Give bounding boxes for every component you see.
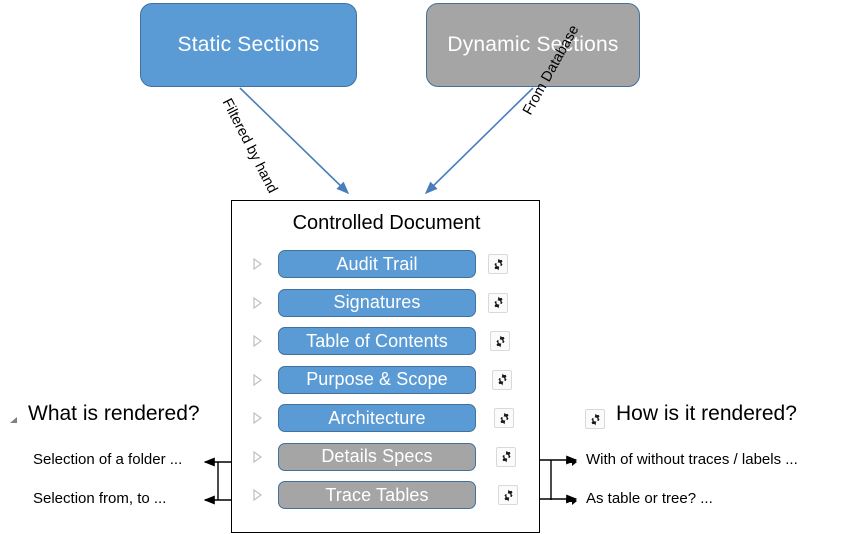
section-row: Audit Trail <box>232 248 541 280</box>
expand-triangle-icon[interactable] <box>251 411 263 425</box>
section-row: Signatures <box>232 287 541 319</box>
right-panel-note-2: As table or tree? ... <box>586 490 713 507</box>
gear-icon[interactable] <box>490 331 510 351</box>
right-panel-heading: How is it rendered? <box>616 402 797 425</box>
left-panel-heading: What is rendered? <box>28 402 200 425</box>
static-sections-box[interactable]: Static Sections <box>140 3 357 87</box>
section-row: Trace Tables <box>232 479 541 511</box>
expand-triangle-icon[interactable] <box>251 296 263 310</box>
triangle-collapse-icon[interactable] <box>8 412 18 423</box>
expand-triangle-icon[interactable] <box>251 373 263 387</box>
gear-icon[interactable] <box>492 369 512 390</box>
gear-icon[interactable] <box>488 292 508 313</box>
edge-label-filtered-by-hand: Filtered by hand <box>218 96 281 196</box>
section-pill-label: Purpose & Scope <box>306 369 448 389</box>
section-pill[interactable]: Details Specs <box>278 442 476 471</box>
left-panel-note-1: Selection of a folder ... <box>33 451 183 468</box>
section-pill[interactable]: Signatures <box>278 288 476 317</box>
section-pill-label: Details Specs <box>321 446 433 466</box>
section-pill[interactable]: Audit Trail <box>278 250 476 278</box>
section-pill[interactable]: Trace Tables <box>278 481 476 509</box>
section-pill-label: Audit Trail <box>336 253 418 274</box>
expand-triangle-icon[interactable] <box>251 257 263 271</box>
arrow-dynamic-to-document <box>424 87 534 195</box>
static-sections-label: Static Sections <box>177 33 320 56</box>
section-row: Details Specs <box>232 441 541 473</box>
dynamic-sections-label: Dynamic Sections <box>447 33 619 56</box>
section-pill-label: Table of Contents <box>306 330 448 351</box>
controlled-document-title: Controlled Document <box>292 212 481 234</box>
gear-icon[interactable] <box>496 446 516 467</box>
gear-icon[interactable] <box>498 485 518 505</box>
section-pill[interactable]: Purpose & Scope <box>278 365 476 394</box>
section-row: Architecture <box>232 402 541 434</box>
section-pill[interactable]: Architecture <box>278 404 476 432</box>
expand-triangle-icon[interactable] <box>251 334 263 348</box>
expand-triangle-icon[interactable] <box>251 450 263 464</box>
arrow-right-bullet-icon <box>566 494 578 506</box>
arrow-right-bullet-icon <box>566 455 578 467</box>
right-panel-note-1: With of without traces / labels ... <box>586 451 798 468</box>
left-panel-note-2: Selection from, to ... <box>33 490 167 507</box>
expand-triangle-icon[interactable] <box>251 488 263 502</box>
section-row: Table of Contents <box>232 325 541 357</box>
gear-icon[interactable] <box>494 408 514 428</box>
section-pill[interactable]: Table of Contents <box>278 327 476 355</box>
gear-icon[interactable] <box>585 409 605 429</box>
section-pill-label: Signatures <box>333 292 421 312</box>
section-row: Purpose & Scope <box>232 364 541 396</box>
section-pill-label: Architecture <box>328 407 426 428</box>
gear-icon[interactable] <box>488 254 508 274</box>
dynamic-sections-box[interactable]: Dynamic Sections <box>426 3 640 87</box>
section-pill-label: Trace Tables <box>325 484 429 505</box>
